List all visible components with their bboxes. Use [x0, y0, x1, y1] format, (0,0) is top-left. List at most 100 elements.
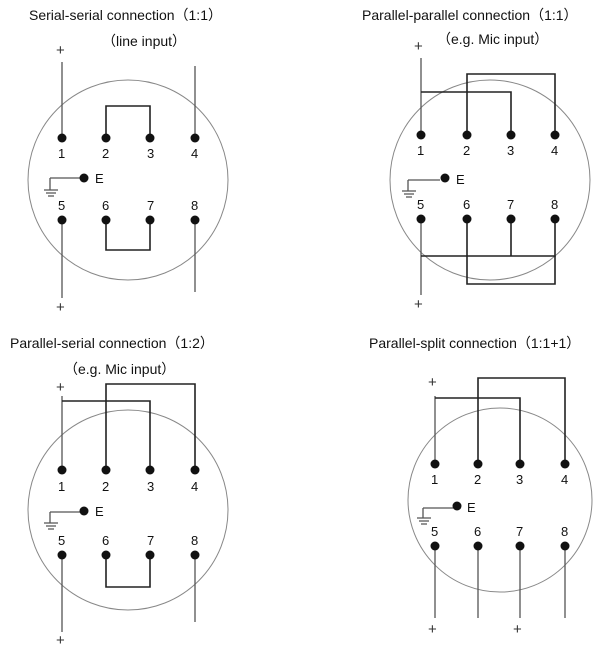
ground-label: E [95, 171, 104, 186]
pin-4 [550, 130, 560, 140]
ground-label: E [467, 500, 476, 515]
bridge-2-4 [477, 377, 566, 464]
pin-7 [145, 215, 155, 225]
plus-sign: + [428, 374, 437, 391]
pin-3-label: 3 [147, 146, 154, 161]
pin-3 [145, 465, 155, 475]
ground-icon [44, 511, 82, 530]
pin-5-label: 5 [58, 533, 65, 548]
bridge-2-4 [105, 383, 196, 470]
pin-5 [57, 215, 67, 225]
pin-3 [506, 130, 516, 140]
pin-8-label: 8 [551, 197, 558, 212]
pin-6-label: 6 [463, 197, 470, 212]
pin-6-label: 6 [474, 524, 481, 539]
pin-4 [190, 465, 200, 475]
pin-6 [473, 541, 483, 551]
pin-1 [57, 133, 67, 143]
pin-2 [473, 459, 483, 469]
ground-icon [402, 179, 440, 198]
plus-sign: + [414, 38, 423, 55]
plus-sign: + [56, 632, 65, 649]
bridge-2-3 [105, 105, 151, 138]
pin-8 [190, 550, 200, 560]
bridge-2-4 [466, 73, 556, 135]
pin-7 [145, 550, 155, 560]
pin-1-label: 1 [58, 479, 65, 494]
ground-pin [79, 506, 89, 516]
pin-7 [506, 214, 516, 224]
pin-2-label: 2 [463, 143, 470, 158]
panel-title: Parallel-split connection（1:1+1） [369, 335, 580, 351]
pin-5 [416, 214, 426, 224]
ground-pin [79, 173, 89, 183]
pin-5 [430, 541, 440, 551]
pin-1 [430, 459, 440, 469]
pin-8 [550, 214, 560, 224]
bridge-6-7 [105, 220, 151, 251]
pin-3-label: 3 [507, 143, 514, 158]
panel-parallel-split: Parallel-split connection（1:1+1） + + + E… [369, 335, 593, 638]
pin-4 [560, 459, 570, 469]
pin-8 [560, 541, 570, 551]
pin-5-label: 5 [431, 524, 438, 539]
pin-1-label: 1 [417, 143, 424, 158]
ground-pin [440, 173, 450, 183]
ground-icon [44, 177, 82, 197]
panel-subtitle: （line input） [102, 33, 186, 49]
pin-8-label: 8 [561, 524, 568, 539]
pin-8 [190, 215, 200, 225]
pin-8-label: 8 [191, 198, 198, 213]
pin-5 [57, 550, 67, 560]
pin-6-label: 6 [102, 198, 109, 213]
pin-1-label: 1 [431, 472, 438, 487]
pin-6 [462, 214, 472, 224]
pin-4-label: 4 [551, 143, 558, 158]
pin-6 [101, 215, 111, 225]
panel-parallel-parallel: Parallel-parallel connection（1:1） （e.g. … [362, 7, 591, 313]
pin-1 [416, 130, 426, 140]
bridge-1-3 [62, 400, 151, 470]
ground-label: E [456, 172, 465, 187]
pin-7 [515, 541, 525, 551]
panel-parallel-serial: Parallel-serial connection（1:2） （e.g. Mi… [10, 335, 229, 649]
plus-sign: + [56, 299, 65, 316]
panel-subtitle: （e.g. Mic input） [64, 361, 175, 377]
pin-2 [101, 465, 111, 475]
panel-title: Parallel-serial connection（1:2） [10, 335, 214, 351]
ground-icon [417, 507, 453, 525]
pin-4-label: 4 [561, 472, 568, 487]
pin-4-label: 4 [191, 479, 198, 494]
pin-3 [515, 459, 525, 469]
ground-label: E [95, 504, 104, 519]
pin-3 [145, 133, 155, 143]
bridge-1-3 [421, 91, 512, 135]
pin-5-label: 5 [58, 198, 65, 213]
plus-sign: + [428, 621, 437, 638]
bridge-1-3 [435, 397, 521, 464]
plus-sign: + [56, 42, 65, 59]
pin-7-label: 7 [147, 198, 154, 213]
plus-sign: + [414, 296, 423, 313]
connector-outline [27, 79, 229, 281]
pin-3-label: 3 [516, 472, 523, 487]
connector-outline [389, 79, 591, 281]
plus-sign: + [56, 379, 65, 396]
panel-title: Serial-serial connection（1:1） [29, 7, 222, 23]
bridge-6-7 [105, 555, 151, 588]
connector-outline [27, 409, 229, 611]
pin-2-label: 2 [474, 472, 481, 487]
pin-2-label: 2 [102, 146, 109, 161]
pin-5-label: 5 [417, 197, 424, 212]
pin-2 [101, 133, 111, 143]
pin-4 [190, 133, 200, 143]
pin-2-label: 2 [102, 479, 109, 494]
pin-7-label: 7 [507, 197, 514, 212]
pin-7-label: 7 [147, 533, 154, 548]
pin-3-label: 3 [147, 479, 154, 494]
pin-8-label: 8 [191, 533, 198, 548]
pin-1-label: 1 [58, 146, 65, 161]
panel-serial-serial: Serial-serial connection（1:1） （line inpu… [27, 7, 229, 316]
panel-subtitle: （e.g. Mic input） [437, 31, 548, 47]
